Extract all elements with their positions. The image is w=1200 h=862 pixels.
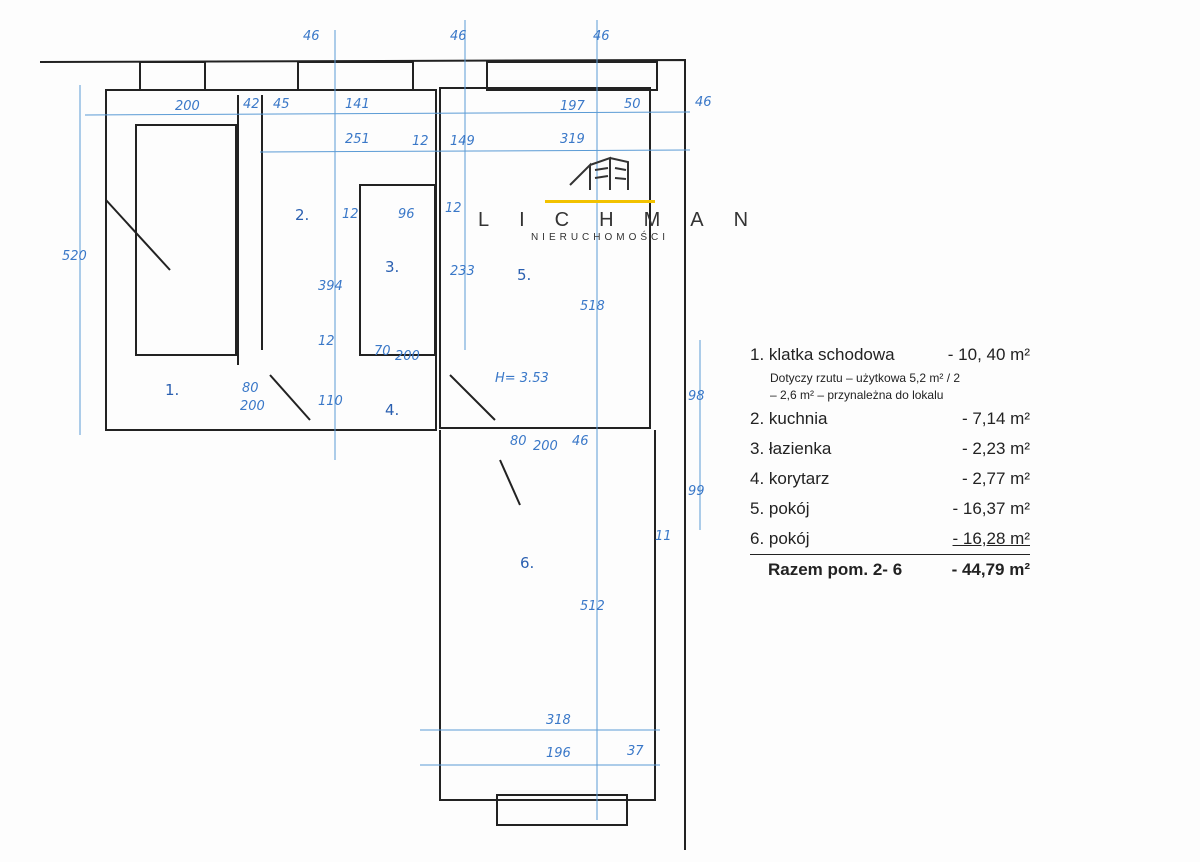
walls [39,58,686,850]
dim: 46 [450,29,467,44]
total-value: - 44,79 m² [951,560,1030,579]
room-label: 6. [520,554,534,572]
legend-label: 4. korytarz [750,469,830,488]
dim: 70 [374,344,391,359]
company-logo: LICHMAN NIERUCHOMOŚCI [450,150,750,243]
legend-label: 6. pokój [750,529,810,548]
dim: 200 [240,399,265,414]
dim: 80 [242,381,259,396]
building-logo-icon [569,156,629,190]
legend-item: 3. łazienka - 2,23 m² [750,434,1030,464]
area-legend: 1. klatka schodowa - 10, 40 m² Dotyczy rz… [750,340,1030,585]
dim: H= 3.53 [495,371,549,386]
legend-value: - 10, 40 m² [947,345,1030,364]
legend-label: 5. pokój [750,499,810,518]
legend-note: – 2,6 m² – przynależna do lokalu [770,388,944,402]
dim: 141 [345,97,370,112]
legend-value: - 16,37 m² [952,499,1030,518]
dim: 319 [560,132,585,147]
dim: 46 [593,29,610,44]
dim: 46 [572,434,589,449]
dim: 233 [450,264,475,279]
legend-note: Dotyczy rzutu – użytkowa 5,2 m² / 2 [770,371,961,385]
dim: 200 [395,349,420,364]
dim: 200 [175,99,200,114]
dim: 251 [345,132,370,147]
legend-label: 2. kuchnia [750,409,828,428]
dim: 50 [624,97,641,112]
logo-name: LICHMAN [478,209,779,231]
dim: 37 [627,744,644,759]
room-label: 5. [517,266,531,284]
room-label: 1. [165,381,179,399]
legend-value: - 16,28 m² [952,529,1030,548]
dim: 98 [688,389,705,404]
dim: 42 [243,97,260,112]
dim: 11 [655,529,672,544]
dim: 12 [445,201,462,216]
dim: 518 [580,299,605,314]
dim: 96 [398,207,415,222]
legend-label: 3. łazienka [750,439,832,458]
dim: 12 [318,334,335,349]
legend-item: 2. kuchnia - 7,14 m² [750,404,1030,434]
legend-value: - 2,77 m² [961,469,1030,488]
dim: 200 [533,439,558,454]
dim: 197 [560,99,586,114]
dim: 318 [546,713,571,728]
dim: 99 [688,484,705,499]
legend-item: 1. klatka schodowa - 10, 40 m² [750,340,1030,370]
dim: 110 [318,394,343,409]
legend-total: Razem pom. 2- 6 - 44,79 m² [750,555,1030,585]
dimension-labels: 200 42 45 141 197 50 46 251 12 149 319 4… [62,29,712,761]
logo-subtitle: NIERUCHOMOŚCI [530,232,670,243]
legend-item: 5. pokój - 16,37 m² [750,494,1030,524]
dim: 12 [412,134,429,149]
room-label: 4. [385,401,399,419]
dim: 46 [695,95,712,110]
legend-value: - 7,14 m² [961,409,1030,428]
dim: 196 [546,746,571,761]
dim: 80 [510,434,527,449]
room-label: 3. [385,258,399,276]
room-label: 2. [295,206,309,224]
legend-label: 1. klatka schodowa [750,345,895,364]
dim: 46 [303,29,320,44]
legend-item: 4. korytarz - 2,77 m² [750,464,1030,494]
dim: 149 [450,134,475,149]
legend-value: - 2,23 m² [961,439,1030,458]
legend-item: 6. pokój - 16,28 m² [750,524,1030,555]
dim: 12 [342,207,359,222]
dimension-lines [79,20,701,820]
total-label: Razem pom. 2- 6 [768,560,903,579]
dim: 45 [273,97,290,112]
dim: 520 [62,249,87,264]
dim: 512 [580,599,605,614]
room-labels: 1. 2. 3. 4. 5. 6. [165,206,534,572]
dim: 394 [318,279,343,294]
